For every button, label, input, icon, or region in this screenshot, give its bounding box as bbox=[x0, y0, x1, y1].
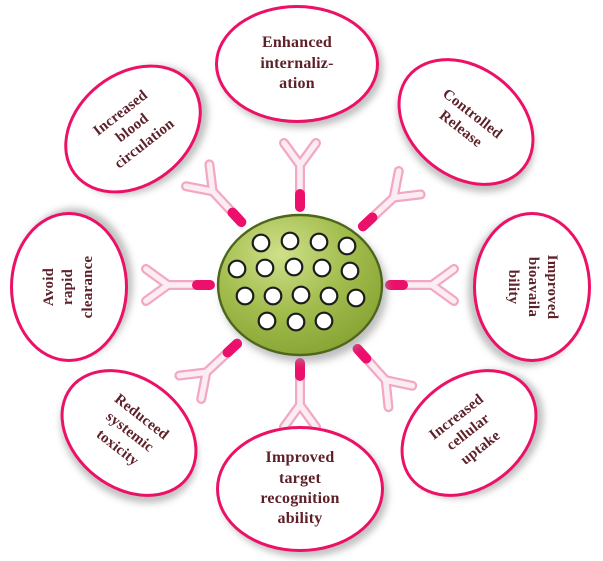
nanoparticle-body bbox=[216, 213, 384, 357]
antibody-icon bbox=[186, 164, 253, 233]
label-line: Improved bbox=[265, 449, 335, 467]
pore-dot bbox=[263, 286, 283, 306]
antibody-icon bbox=[346, 338, 413, 407]
label-line: bility bbox=[505, 269, 522, 305]
pore-dot bbox=[291, 285, 311, 305]
pore-dot bbox=[319, 286, 339, 306]
antibody-icon bbox=[284, 363, 316, 427]
bubble-avoid-rapid-clearance: Avoid rapid clearance bbox=[10, 212, 128, 362]
bubble-enhanced-internalization: Enhanced internaliz- ation bbox=[215, 5, 379, 123]
pore-dot bbox=[227, 259, 247, 279]
pore-dot bbox=[340, 261, 360, 281]
label-line: ability bbox=[277, 510, 323, 528]
pore-dot bbox=[337, 236, 357, 256]
pore-dot bbox=[286, 312, 306, 332]
pore-dot bbox=[346, 288, 366, 308]
label-line: Enhanced bbox=[261, 34, 333, 52]
label-line: target bbox=[278, 469, 322, 487]
antibody-icon bbox=[146, 269, 210, 301]
pore-dot bbox=[235, 286, 255, 306]
nanoparticle bbox=[216, 213, 384, 357]
label-line: rapid bbox=[60, 269, 77, 306]
antibody-icon bbox=[352, 171, 421, 238]
pore-dot bbox=[280, 231, 300, 251]
pore-dot bbox=[314, 311, 334, 331]
label-line: ation bbox=[279, 75, 315, 93]
pore-dot bbox=[257, 311, 277, 331]
pore-dot bbox=[251, 233, 271, 253]
antibody-icon bbox=[179, 332, 248, 399]
nanoparticle-pores bbox=[227, 231, 366, 332]
label-line: recognition bbox=[260, 490, 340, 507]
bubble-label: Controlled Release bbox=[426, 85, 506, 159]
bubble-improved-bioavailability: Improved bioavaila bility bbox=[473, 212, 591, 362]
label-line: Improved bbox=[543, 254, 560, 320]
bubble-label: Increased cellular uptake bbox=[426, 391, 512, 476]
bubble-label: Improved bioavaila bility bbox=[503, 255, 561, 320]
bubble-improved-target-recognition: Improved target recognition ability bbox=[216, 426, 384, 552]
label-line: internaliz- bbox=[260, 54, 334, 72]
pore-dot bbox=[309, 232, 329, 252]
antibody-icon bbox=[284, 143, 316, 207]
pore-dot bbox=[255, 258, 275, 278]
bubble-label: Reduceed systemic toxicity bbox=[86, 391, 172, 476]
pore-dot bbox=[312, 258, 332, 278]
bubble-label: Enhanced internaliz- ation bbox=[260, 33, 333, 94]
label-line: bioavaila bbox=[524, 256, 541, 318]
label-line: clearance bbox=[79, 255, 96, 319]
bubble-label: Improved target recognition ability bbox=[260, 448, 339, 530]
antibody-icon bbox=[390, 269, 454, 301]
label-line: Avoid bbox=[41, 267, 58, 307]
bubble-label: Increased blood circulation bbox=[87, 84, 178, 173]
bubble-label: Avoid rapid clearance bbox=[40, 256, 98, 319]
pore-dot bbox=[284, 257, 304, 277]
